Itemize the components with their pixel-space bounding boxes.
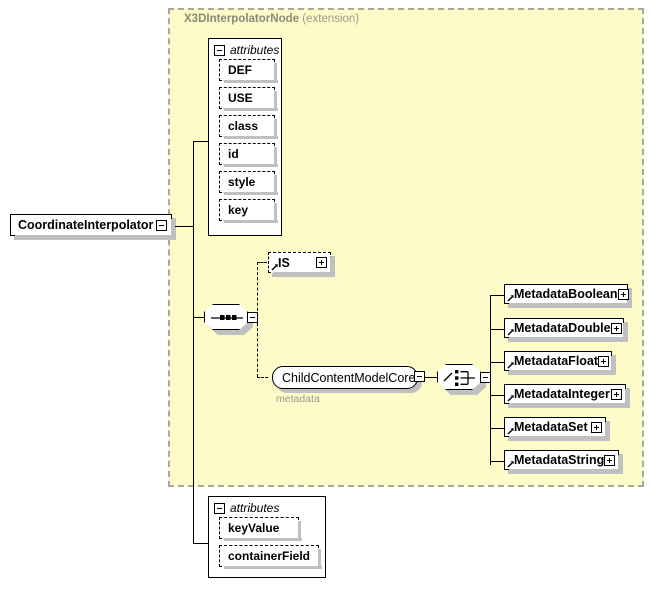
element-metadataboolean-label: MetadataBoolean bbox=[514, 287, 618, 301]
attribute-id-label: id bbox=[228, 147, 239, 161]
connector-choice-to-metadatainteger bbox=[490, 395, 504, 396]
expand-plus-icon-metadatastring[interactable] bbox=[604, 454, 616, 466]
connector-group-to-choice bbox=[425, 377, 437, 378]
element-metadataset[interactable]: MetadataSet bbox=[504, 417, 609, 440]
sequence-compositor-node[interactable] bbox=[204, 304, 258, 335]
inherited-attributes-header-label: attributes bbox=[230, 43, 280, 57]
inherited-attributes-box: attributes DEF USE class id style bbox=[208, 38, 282, 236]
element-is[interactable]: IS bbox=[268, 252, 334, 276]
extension-region-title: X3DInterpolatorNode (extension) bbox=[184, 13, 359, 25]
group-reference-sublabel: metadata bbox=[276, 393, 320, 405]
element-metadatainteger[interactable]: MetadataInteger bbox=[504, 384, 629, 407]
connector-branch-to-childcontentmodelcore bbox=[257, 377, 268, 378]
element-metadatadouble-label: MetadataDouble bbox=[514, 321, 611, 335]
element-metadatadouble[interactable]: MetadataDouble bbox=[504, 318, 627, 341]
attribute-class[interactable]: class bbox=[219, 115, 278, 139]
connector-trunk-to-inherited-attributes bbox=[193, 141, 208, 142]
connector-trunk-to-sequence bbox=[193, 317, 204, 318]
element-is-label: IS bbox=[278, 255, 290, 270]
attribute-containerfield-label: containerField bbox=[228, 549, 311, 563]
attribute-id[interactable]: id bbox=[219, 143, 278, 167]
element-metadatainteger-label: MetadataInteger bbox=[514, 387, 610, 401]
sequence-icon bbox=[204, 304, 248, 330]
attribute-use[interactable]: USE bbox=[219, 87, 278, 111]
own-attributes-box: attributes keyValue containerField bbox=[208, 496, 326, 578]
attribute-use-label: USE bbox=[228, 91, 253, 105]
attribute-style-label: style bbox=[228, 175, 256, 189]
element-metadatastring[interactable]: MetadataString bbox=[504, 450, 622, 473]
group-reference-collapse-minus-icon[interactable] bbox=[414, 371, 425, 382]
extension-kind-label: (extension) bbox=[302, 13, 360, 25]
own-attributes-list: keyValue containerField bbox=[209, 517, 325, 573]
element-coordinateinterpolator-label: CoordinateInterpolator bbox=[18, 218, 154, 232]
inherited-attributes-list: DEF USE class id style key bbox=[209, 59, 281, 227]
connector-choice-to-metadatastring bbox=[490, 461, 504, 462]
attribute-class-label: class bbox=[228, 119, 259, 133]
expand-plus-icon-metadatadouble[interactable] bbox=[610, 322, 622, 334]
group-reference-childcontentmodelcore[interactable]: ChildContentModelCore bbox=[272, 366, 418, 389]
connector-trunk-to-own-attributes bbox=[193, 543, 208, 544]
attribute-keyvalue[interactable]: keyValue bbox=[219, 517, 302, 541]
attribute-key[interactable]: key bbox=[219, 199, 278, 223]
element-metadatafloat[interactable]: MetadataFloat bbox=[504, 351, 615, 374]
attribute-keyvalue-label: keyValue bbox=[228, 521, 280, 535]
attribute-key-label: key bbox=[228, 203, 249, 217]
connector-choice-to-metadatafloat bbox=[490, 362, 504, 363]
choice-compositor-node[interactable] bbox=[437, 364, 491, 395]
own-attributes-collapse-minus-icon[interactable] bbox=[214, 502, 225, 514]
connector-choice-to-metadataboolean bbox=[490, 295, 504, 296]
element-metadatastring-label: MetadataString bbox=[514, 453, 605, 467]
inherited-attributes-header[interactable]: attributes bbox=[209, 39, 281, 59]
expand-plus-icon-metadataset[interactable] bbox=[591, 421, 602, 433]
attribute-def[interactable]: DEF bbox=[219, 59, 278, 83]
element-coordinateinterpolator[interactable]: CoordinateInterpolator bbox=[10, 214, 175, 239]
expand-plus-icon-metadatainteger[interactable] bbox=[611, 388, 622, 400]
choice-collapse-minus-icon[interactable] bbox=[480, 371, 491, 383]
sequence-collapse-minus-icon[interactable] bbox=[247, 311, 258, 323]
connector-branch-to-is bbox=[257, 262, 267, 263]
choice-icon bbox=[437, 364, 481, 390]
connector-trunk-vertical bbox=[193, 141, 194, 543]
element-metadatafloat-label: MetadataFloat bbox=[514, 354, 599, 368]
connector-choice-to-metadatadouble bbox=[490, 329, 504, 330]
attribute-style[interactable]: style bbox=[219, 171, 278, 195]
attribute-containerfield[interactable]: containerField bbox=[219, 545, 322, 569]
attributes-collapse-minus-icon[interactable] bbox=[214, 44, 225, 56]
connector-root-to-trunk bbox=[166, 226, 194, 227]
collapse-minus-icon[interactable] bbox=[156, 219, 167, 231]
element-metadataset-label: MetadataSet bbox=[514, 420, 588, 434]
own-attributes-header[interactable]: attributes bbox=[209, 497, 325, 517]
own-attributes-header-label: attributes bbox=[230, 501, 280, 515]
extension-base-type: X3DInterpolatorNode bbox=[184, 13, 300, 25]
element-metadataboolean[interactable]: MetadataBoolean bbox=[504, 284, 631, 307]
expand-plus-icon-metadataboolean[interactable] bbox=[617, 288, 629, 300]
connector-choice-to-metadataset bbox=[490, 428, 504, 429]
expand-plus-icon-metadatafloat[interactable] bbox=[598, 355, 610, 367]
expand-plus-icon-is[interactable] bbox=[316, 257, 327, 268]
attribute-def-label: DEF bbox=[228, 63, 252, 77]
group-reference-label: ChildContentModelCore bbox=[282, 370, 416, 385]
